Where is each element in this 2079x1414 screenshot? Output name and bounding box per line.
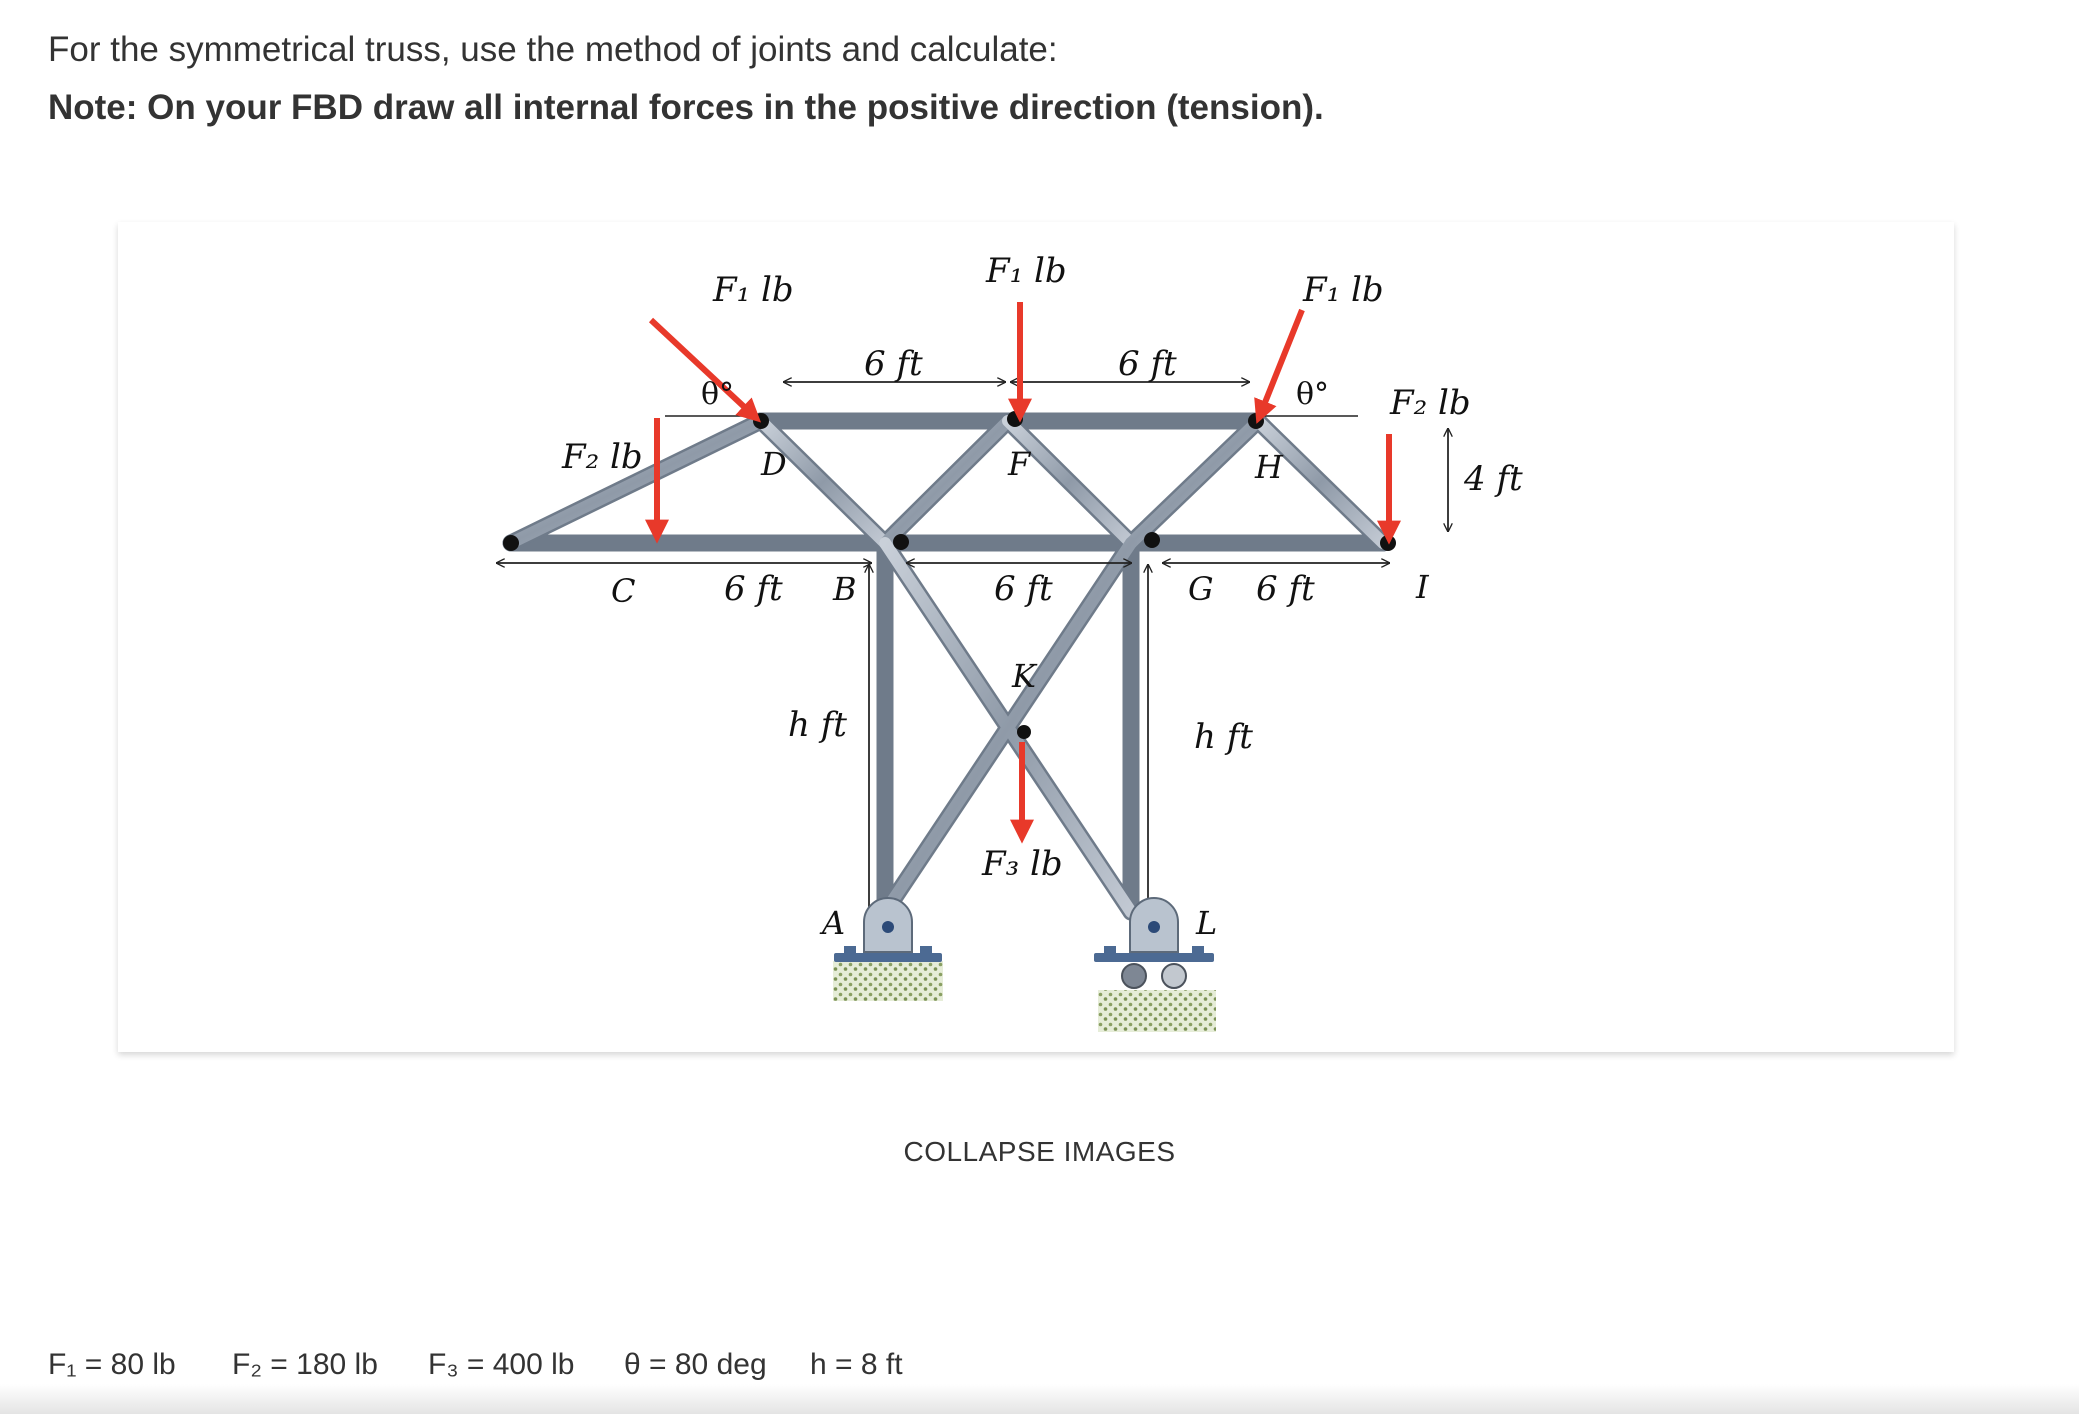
dim-bottom-left: 6 ft (724, 569, 783, 609)
label-f1-right: F₁ lb (1302, 270, 1384, 310)
joint-label-d: D (760, 445, 787, 483)
collapse-images-button[interactable]: COLLAPSE IMAGES (903, 1136, 1176, 1167)
label-f2-left: F₂ lb (561, 437, 643, 477)
label-f3: F₃ lb (981, 844, 1063, 884)
pin-support-a (833, 897, 943, 1001)
joint-label-a: A (819, 904, 845, 942)
label-theta-right: θ° (1296, 377, 1329, 412)
dim-bottom-right: 6 ft (1256, 569, 1315, 609)
given-h: h = 8 ft (810, 1348, 903, 1381)
dim-height-left: h ft (788, 705, 847, 745)
joint-label-f: F (1007, 445, 1032, 483)
label-f1-center: F₁ lb (985, 251, 1067, 291)
problem-note: Note: On your FBD draw all internal forc… (48, 88, 1324, 127)
joint-label-h: H (1254, 448, 1284, 486)
label-f2-right: F₂ lb (1389, 383, 1471, 423)
problem-intro: For the symmetrical truss, use the metho… (48, 30, 1058, 69)
bottom-fade (0, 1384, 2079, 1414)
given-theta: θ = 80 deg (624, 1348, 767, 1381)
joint-label-c: C (611, 572, 635, 610)
truss-diagram: F₁ lb F₁ lb F₁ lb F₂ lb F₂ lb F₃ lb θ° θ… (496, 251, 1523, 1032)
given-f1: F₁ = 80 lb (48, 1348, 176, 1381)
given-f2: F₂ = 180 lb (232, 1348, 378, 1381)
label-theta-left: θ° (701, 377, 734, 412)
roller-support-l (1094, 897, 1216, 1032)
joint-label-g: G (1188, 570, 1214, 608)
load-arrow-f1-left (648, 317, 762, 423)
dim-height-right: h ft (1194, 717, 1253, 757)
load-arrow-f1-right (1254, 308, 1305, 424)
given-f3: F₃ = 400 lb (428, 1348, 575, 1381)
truss-figure[interactable]: F₁ lb F₁ lb F₁ lb F₂ lb F₂ lb F₃ lb θ° θ… (118, 222, 1954, 1052)
joint-label-i: I (1415, 568, 1430, 606)
label-f1-left: F₁ lb (712, 270, 794, 310)
dim-bottom-middle: 6 ft (994, 569, 1053, 609)
joint-label-k: K (1011, 657, 1038, 695)
joint-label-b: B (832, 570, 857, 608)
dim-top-right: 6 ft (1118, 344, 1177, 384)
dim-vertical: 4 ft (1463, 459, 1523, 499)
joint-label-l: L (1195, 904, 1217, 942)
dim-top-left: 6 ft (864, 344, 923, 384)
